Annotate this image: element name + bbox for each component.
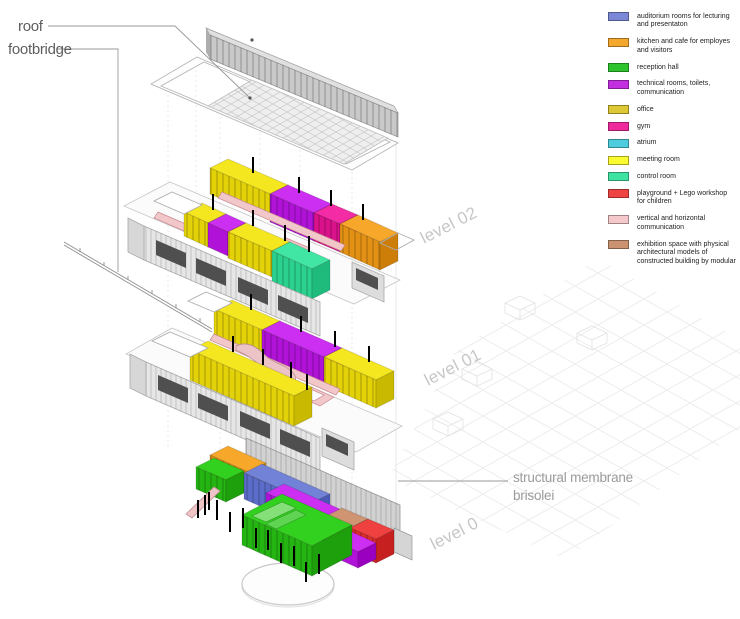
- level-01-meeting-front-block: [188, 340, 314, 427]
- legend: auditorium rooms for lecturing and prese…: [608, 12, 736, 267]
- level-02-columns: [212, 157, 364, 252]
- level-0-group: [185, 437, 413, 608]
- label-brisolei: brisolei: [513, 488, 554, 503]
- legend-item-kitchen: kitchen and cafe for employes and visito…: [608, 37, 736, 56]
- legend-label: auditorium rooms for lecturing and prese…: [637, 12, 730, 29]
- leader-dot: [250, 38, 254, 42]
- legend-label: reception hall: [637, 63, 679, 71]
- roof-grid-plane: [207, 79, 389, 165]
- legend-item-atrium: atrium: [608, 138, 736, 148]
- legend-swatch-kitchen: [608, 37, 629, 47]
- legend-label: technical rooms, toilets, communication: [637, 80, 711, 96]
- legend-label: control room: [637, 172, 676, 180]
- level-0-reception-strip-block: [194, 457, 246, 503]
- leader-lines: [48, 25, 508, 482]
- level-02-group: [123, 157, 416, 337]
- level-0-columns: [204, 495, 320, 582]
- legend-swatch-atrium: [608, 138, 629, 148]
- label-structural-membrane: structural membrane: [513, 470, 633, 485]
- level-02-frame: [152, 191, 204, 215]
- legend-swatch-playground: [608, 189, 629, 198]
- level-02-kitchen-block: [338, 214, 400, 271]
- legend-item-playground: playground + Lego workshop for children: [608, 189, 736, 207]
- level-02-facade: [127, 217, 321, 337]
- level-01-group: [125, 291, 403, 473]
- label-roof: roof: [18, 18, 44, 35]
- legend-item-technical: technical rooms, toilets, communication: [608, 79, 736, 98]
- legend-item-auditorium: auditorium rooms for lecturing and prese…: [608, 12, 736, 30]
- legend-item-meeting: meeting room: [608, 155, 736, 165]
- roof-structure: [150, 27, 399, 171]
- legend-swatch-communication: [608, 214, 629, 224]
- label-footbridge: footbridge: [8, 41, 72, 58]
- level-01-columns: [232, 294, 370, 390]
- legend-swatch-meeting: [608, 155, 629, 165]
- legend-swatch-control: [608, 172, 629, 182]
- level-02-side-wall: [351, 261, 385, 303]
- legend-swatch-office: [608, 105, 629, 115]
- label-level-02: level 02: [417, 203, 480, 248]
- legend-item-office: office: [608, 105, 736, 115]
- legend-label: atrium: [637, 139, 657, 147]
- legend-label: meeting room: [637, 156, 680, 163]
- legend-item-reception: reception hall: [608, 63, 736, 72]
- legend-swatch-gym: [608, 122, 629, 131]
- legend-item-control: control room: [608, 172, 736, 182]
- legend-label: exhibition space with physical architect…: [637, 240, 736, 266]
- legend-swatch-technical: [608, 79, 629, 89]
- legend-item-communication: vertical and horizontal communication: [608, 214, 736, 233]
- legend-item-gym: gym: [608, 122, 736, 131]
- legend-label: office: [637, 105, 654, 113]
- roof-parapet-wall: [205, 27, 399, 138]
- legend-item-exhibition: exhibition space with physical architect…: [608, 240, 736, 267]
- roof-leader-line: [48, 25, 251, 99]
- level-01-facade: [129, 353, 321, 473]
- membrane-wall: [245, 437, 413, 561]
- ground-ellipse: [241, 562, 335, 608]
- grid-cubes: [432, 295, 608, 437]
- footbridge-structure: [63, 241, 213, 333]
- legend-label: vertical and horizontal communication: [637, 215, 706, 231]
- level-01-railing: [186, 291, 234, 313]
- legend-swatch-reception: [608, 63, 629, 72]
- level-02-railing: [378, 232, 416, 251]
- footbridge-leader-line: [57, 48, 119, 272]
- leader-dot: [248, 96, 252, 100]
- legend-swatch-auditorium: [608, 12, 629, 21]
- legend-label: gym: [637, 122, 651, 130]
- interior-ramps: [251, 501, 307, 530]
- legend-swatch-exhibition: [608, 240, 629, 249]
- level-01-side-wall: [321, 427, 355, 471]
- level-01-windows: [158, 375, 310, 457]
- label-level-0: level 0: [427, 513, 481, 553]
- level-02-control-room-block: [270, 241, 332, 300]
- level-01-office-block: [322, 347, 396, 409]
- legend-label: playground + Lego workshop for children: [637, 189, 728, 206]
- legend-label: kitchen and cafe for employes and visito…: [637, 38, 730, 54]
- level-01-frame: [150, 331, 210, 358]
- ground-grid: [388, 258, 740, 560]
